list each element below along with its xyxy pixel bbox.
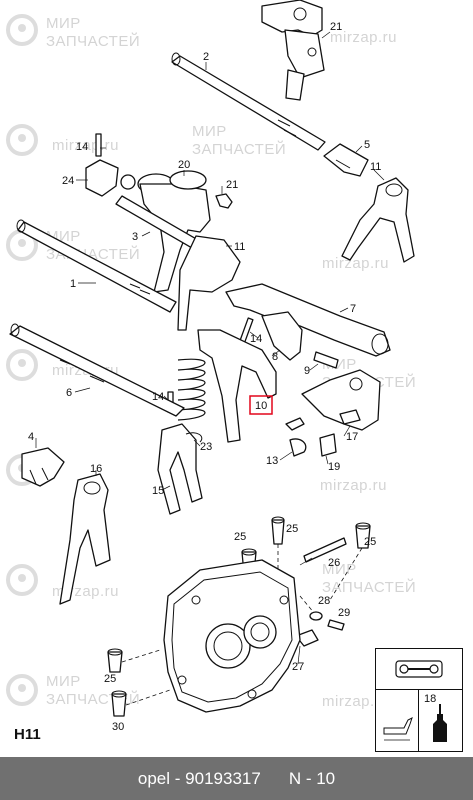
watermark-brand-2: ЗАПЧАСТЕЙ: [192, 140, 286, 158]
part-4-bracket: [21, 447, 65, 487]
legend-oil-cell: [376, 690, 419, 751]
watermark-brand-1: МИР: [46, 15, 81, 32]
highlighted-callout-10[interactable]: 10: [249, 395, 273, 415]
part-13-pin: [285, 417, 307, 457]
part-9-bolt: [313, 351, 339, 369]
legend-number: 18: [424, 693, 437, 705]
callout-14-top: 14: [76, 141, 88, 153]
part-5-block: [323, 143, 369, 177]
part-11-fork: [341, 177, 415, 263]
spring: [177, 358, 206, 421]
footer-part-number: 90193317: [185, 768, 261, 788]
part-7-fork: [225, 283, 391, 357]
callout-25-b: 25: [286, 523, 298, 535]
watermark-brand-1: МИР: [322, 561, 357, 578]
watermark-logo: МИР ЗАПЧАСТЕЙ: [6, 561, 416, 596]
callout-4: 4: [28, 431, 34, 443]
callout-21: 21: [330, 21, 342, 33]
part-8-fork: [261, 311, 303, 361]
part-25-bolt: [355, 522, 371, 549]
callout-23: 23: [200, 441, 212, 453]
callout-14-mid: 14: [250, 333, 262, 345]
leader-lines: [35, 31, 385, 665]
callout-16: 16: [90, 463, 102, 475]
callout-22: 21: [226, 179, 238, 191]
part-26-rod: [303, 537, 347, 563]
callout-25-c: 25: [364, 536, 376, 548]
callout-13: 13: [266, 455, 278, 467]
callout-12: 11: [234, 241, 245, 253]
callout-25-a: 25: [234, 531, 246, 543]
callout-1: 1: [70, 278, 76, 290]
callout-27: 27: [292, 661, 304, 673]
part-19-plate: [319, 433, 337, 457]
callout-19: 19: [328, 461, 340, 473]
watermark-brand-1: МИР: [192, 123, 227, 140]
callout-6: 6: [66, 387, 72, 399]
callout-14-left: 14: [152, 391, 164, 403]
legend-sealant-cell: [419, 690, 462, 751]
part-29-screw: [327, 619, 345, 631]
watermark-site: mirzap.ru: [330, 29, 397, 46]
callout-2: 2: [203, 51, 209, 63]
part-23-clip: [185, 432, 203, 443]
callout-8: 8: [272, 351, 278, 363]
watermark-logo: МИР ЗАПЧАСТЕЙ: [6, 123, 286, 158]
part-12-selector: [177, 235, 241, 331]
part-25-bolt: [271, 516, 285, 545]
part-footer-bar: opel - 90193317 N - 10: [0, 757, 473, 800]
part-27-lever: [295, 629, 319, 647]
callout-labels: 2 21 5 11 14 24 20 21 3 11 1 7 14 8 9 14…: [28, 21, 381, 733]
watermark-site: mirzap.ru: [320, 477, 387, 494]
part-25-bolt: [107, 648, 123, 673]
callout-15: 15: [152, 485, 164, 497]
part-14-pin: [95, 133, 102, 157]
part-17-bracket: [301, 369, 381, 431]
watermark-site: mirzap.ru: [322, 255, 389, 272]
watermark-brand-2: ЗАПЧАСТЕЙ: [46, 32, 140, 50]
part-2-upper-rod: [171, 52, 326, 151]
callout-24: 24: [62, 175, 74, 187]
callout-25-d: 25: [104, 673, 116, 685]
callout-10: 10: [255, 400, 267, 412]
footer-part-line: opel - 90193317: [138, 769, 261, 789]
callout-3: 3: [132, 231, 138, 243]
part-1-long-shaft: [16, 219, 177, 313]
part-30-bolt: [111, 690, 127, 717]
callout-9: 9: [304, 365, 310, 377]
watermark-site: mirzap.ru: [322, 693, 389, 710]
callout-5: 5: [364, 139, 370, 151]
page-code: H11: [14, 726, 41, 743]
callout-20: 20: [178, 159, 190, 171]
callout-30: 30: [112, 721, 124, 733]
callout-29: 29: [338, 607, 350, 619]
part-28-washer: [309, 611, 323, 621]
footer-separator: -: [174, 768, 181, 788]
watermark-brand-2: ЗАПЧАСТЕЙ: [322, 578, 416, 596]
footer-position: N - 10: [288, 768, 336, 788]
callout-28: 28: [318, 595, 330, 607]
watermark-site: mirzap.ru: [52, 137, 119, 154]
gearbox-housing: [163, 559, 301, 713]
callout-11: 11: [370, 161, 381, 173]
wrench-icon: [395, 660, 443, 678]
sealant-tube-icon: [433, 704, 447, 742]
part-24-ball-joint: [85, 159, 136, 197]
watermark-brand-1: МИР: [46, 673, 81, 690]
footer-brand: opel: [137, 768, 171, 788]
exploded-parts-diagram: МИР ЗАПЧАСТЕЙ mirzap.ru МИР ЗАПЧАСТЕЙ mi…: [6, 0, 416, 733]
legend-tools-row: [376, 649, 462, 690]
part-21-selector-bracket: [261, 0, 325, 101]
oil-can-icon: [383, 717, 413, 741]
part-16-fork: [59, 473, 111, 605]
part-15-fork: [157, 423, 203, 515]
part-22-bolt: [215, 193, 233, 209]
part-10-shift-fork: [197, 329, 277, 443]
part-6-shaft: [9, 323, 185, 417]
callout-26: 26: [328, 557, 340, 569]
legend-box: 18: [375, 648, 463, 752]
callout-7: 7: [350, 303, 356, 315]
watermark-logo: МИР ЗАПЧАСТЕЙ: [6, 14, 140, 50]
callout-17: 17: [346, 431, 358, 443]
